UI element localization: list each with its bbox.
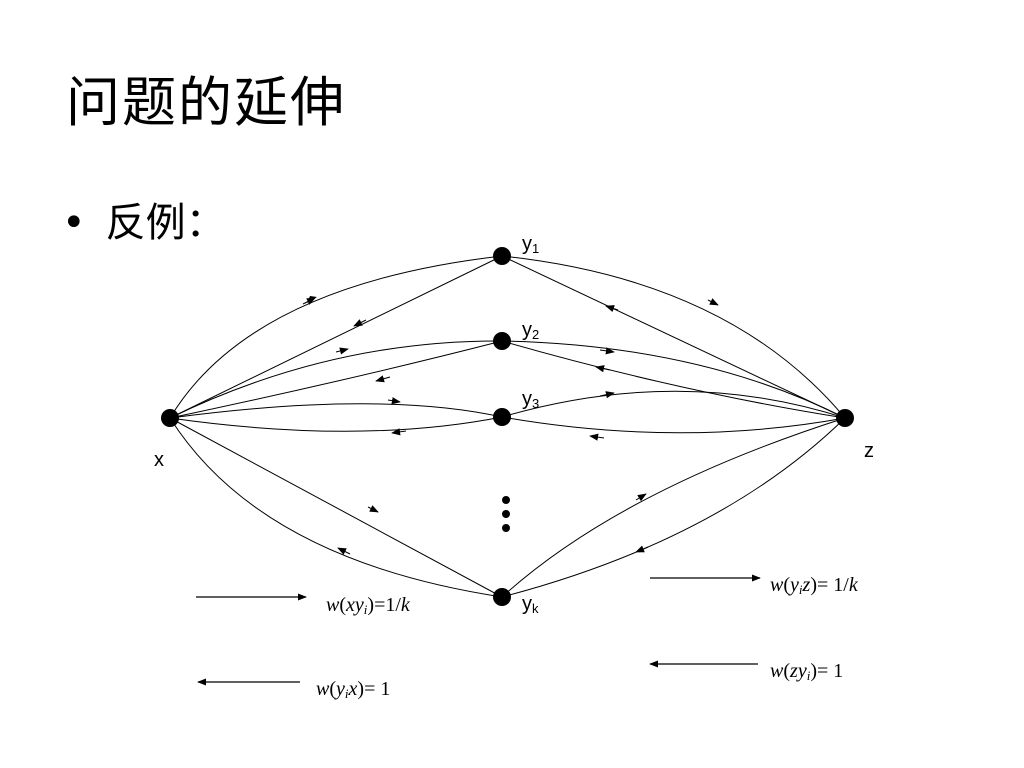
node-y1 xyxy=(493,247,511,265)
label-z: z xyxy=(864,440,874,462)
edge-z-y3 xyxy=(501,416,846,434)
edge-z-y2 xyxy=(501,340,846,419)
edge-x-y2 xyxy=(169,340,503,419)
arrowhead-z-y2 xyxy=(595,365,611,373)
arrowhead-x-y1 xyxy=(302,297,316,305)
arrowhead-x-yk xyxy=(367,505,379,513)
node-x xyxy=(161,409,179,427)
bullet-text: 反例： xyxy=(105,200,226,246)
label-yk: yk xyxy=(522,593,539,616)
legend-label-yix: w(yix)= 1 xyxy=(316,678,390,701)
bullet-counterexample: • 反例： xyxy=(62,190,226,248)
label-y2: y2 xyxy=(522,319,539,342)
label-x: x xyxy=(154,449,164,471)
arrowhead-x-y3 xyxy=(387,397,401,405)
edge-x-y3 xyxy=(169,403,503,419)
label-y3: y3 xyxy=(522,388,539,411)
ellipsis-dot-3 xyxy=(502,524,510,532)
arrowhead-y1-x xyxy=(353,319,367,327)
edge-x-yk xyxy=(169,417,503,598)
arrowhead-y2-z xyxy=(599,347,615,355)
arrowhead-x-y2 xyxy=(335,347,349,355)
node-yk xyxy=(493,588,511,606)
edge-x-y1 xyxy=(169,255,503,419)
edge-y2-x xyxy=(169,340,503,419)
node-z xyxy=(836,409,854,427)
arrowhead-z-y1 xyxy=(605,305,619,312)
legend-label-yiz: w(yiz)= 1/k xyxy=(770,574,859,597)
arrowhead-yk-x xyxy=(337,547,351,555)
edge-y2-z xyxy=(501,340,846,419)
arrowhead-y3-x xyxy=(391,428,407,436)
arrowhead-y3-z xyxy=(599,391,615,399)
edge-z-yk xyxy=(501,417,846,598)
arrowhead-y2-x xyxy=(375,375,391,383)
node-y3 xyxy=(493,408,511,426)
label-y1: y1 xyxy=(522,233,539,256)
edge-y1-z xyxy=(501,255,846,419)
edge-y3-x xyxy=(169,416,503,432)
legend-label-zyi: w(zyi)= 1 xyxy=(770,660,843,683)
edge-y3-z xyxy=(501,390,846,419)
arrowhead-yk-z xyxy=(635,493,647,502)
edge-y1-x xyxy=(169,255,503,419)
node-y2 xyxy=(493,332,511,350)
slide-title: 问题的延伸 xyxy=(66,71,346,134)
ellipsis-dot-1 xyxy=(502,496,510,504)
ellipsis-dot-2 xyxy=(502,510,510,518)
arrowhead-z-y3 xyxy=(589,433,605,441)
legend-label-xyi: w(xyi)=1/k xyxy=(326,594,411,617)
arrowhead-z-yk xyxy=(635,545,649,553)
bullet-dot: • xyxy=(62,200,86,246)
arrowhead-y1-z xyxy=(707,298,719,306)
edge-yk-z xyxy=(501,417,846,598)
edge-z-y1 xyxy=(501,255,846,419)
edge-yk-x xyxy=(169,417,503,598)
